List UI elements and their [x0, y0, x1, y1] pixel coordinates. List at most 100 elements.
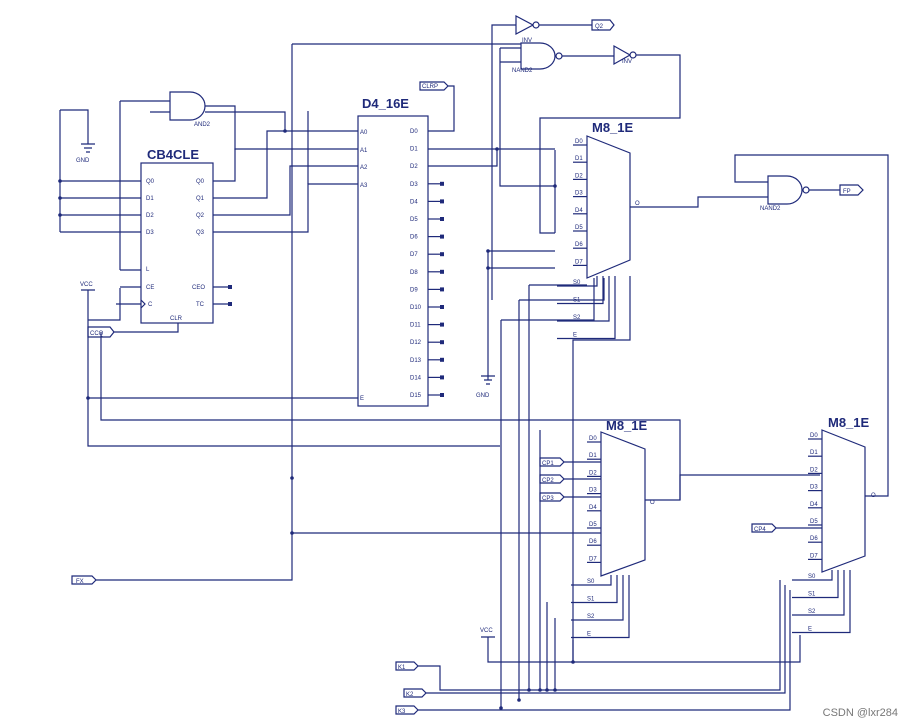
mux2-pin-d5: D5 — [589, 522, 597, 528]
decoder-pin-a3: A3 — [360, 183, 368, 189]
counter-pin-q2: Q2 — [196, 213, 205, 219]
counter-pin-q0: Q0 — [196, 179, 205, 185]
watermark: CSDN @lxr284 — [822, 707, 898, 719]
mux2-pin-s1: S1 — [587, 597, 595, 603]
nand2-top-label: NAND2 — [512, 68, 533, 74]
nand2-gate-top: NAND2 — [499, 42, 614, 187]
unconnected-terminal — [440, 340, 444, 345]
inv1-label: INV — [522, 38, 532, 44]
cp1-label: CP1 — [542, 461, 554, 467]
mux3-pin-o: O — [871, 493, 876, 499]
decoder-pin-d6: D6 — [410, 235, 418, 241]
unconnected-terminal — [440, 269, 444, 274]
gnd-symbol: GND — [60, 109, 95, 164]
mux1-pin-d0: D0 — [575, 139, 583, 145]
decoder-pin-d11: D11 — [410, 323, 421, 329]
decoder-pin-d13: D13 — [410, 358, 422, 364]
vcc2-label: VCC — [480, 628, 493, 634]
unconnected-terminal — [440, 181, 444, 186]
unconnected-terminal — [440, 375, 444, 380]
mux1-pin-e: E — [573, 333, 577, 339]
mux2-title: M8_1E — [606, 418, 648, 433]
mux1-pin-s0: S0 — [573, 280, 581, 286]
unconnected-terminal — [440, 287, 444, 292]
counter-pin-q3: Q3 — [196, 230, 205, 236]
counter-pin-clr: CLR — [170, 316, 183, 322]
counter-pin-ceo: CEO — [192, 285, 205, 291]
ccq-label: CCQ — [90, 331, 104, 337]
mux3-pin-d3: D3 — [810, 485, 818, 491]
unconnected-terminal — [440, 252, 444, 257]
vcc-symbol: VCC — [480, 628, 801, 663]
mux1-select-wire — [557, 276, 610, 322]
mux1-pin-s2: S2 — [573, 315, 581, 321]
decoder-pin-d9: D9 — [410, 287, 418, 293]
gnd2-label: GND — [476, 393, 490, 399]
mux2-pin-d3: D3 — [589, 488, 597, 494]
mux2-pin-e: E — [587, 632, 591, 638]
k2-label: K2 — [406, 692, 414, 698]
mux3-select-wire — [792, 570, 845, 616]
unconnected-terminal — [440, 199, 444, 204]
counter-pin-tc: TC — [196, 302, 205, 308]
clrp-label: CLRP — [422, 84, 438, 90]
mux1-title: M8_1E — [592, 120, 634, 135]
mux1-pin-d1: D1 — [575, 156, 583, 162]
mux3-pin-s0: S0 — [808, 574, 816, 580]
decoder-pin-d7: D7 — [410, 252, 418, 258]
counter-pin-d1: D1 — [146, 196, 154, 202]
counter-pin-ce: CE — [146, 285, 154, 291]
nand2-right-label: NAND2 — [760, 206, 781, 212]
mux3-title: M8_1E — [828, 415, 870, 430]
cb4cle-counter: CB4CLE Q0 D1 D2 D3 L CE C Q0 Q1 Q2 Q3 CE… — [58, 147, 232, 324]
mux2-pin-d1: D1 — [589, 453, 597, 459]
and2-label: AND2 — [194, 122, 211, 128]
decoder-pin-a0: A0 — [360, 130, 368, 136]
decoder-pin-d3: D3 — [410, 182, 418, 188]
mux3-pin-d4: D4 — [810, 502, 818, 508]
mux1-select-wire — [557, 276, 616, 340]
counter-pin-l: L — [146, 267, 150, 273]
mux2-select-wire — [571, 575, 630, 639]
k3-label: K3 — [398, 709, 406, 715]
fx-label: FX — [76, 579, 84, 585]
mux3-pin-e: E — [808, 627, 812, 633]
mux1-select-wire — [557, 276, 598, 287]
mux3-pin-d6: D6 — [810, 536, 818, 542]
mux2-pin-d2: D2 — [589, 470, 597, 476]
mux3-select-wire — [792, 570, 851, 634]
unconnected-terminal — [440, 234, 444, 239]
and2-gate: AND2 — [119, 91, 236, 270]
mux3-pin-d2: D2 — [810, 467, 818, 473]
mux3-select-wire — [792, 570, 839, 599]
decoder-pin-d4: D4 — [410, 199, 418, 205]
unconnected-terminal — [440, 322, 444, 327]
counter-pin-d3: D3 — [146, 230, 154, 236]
mux2-select-wire — [571, 575, 618, 604]
counter-pin-q0in: Q0 — [146, 179, 155, 185]
inv-gate-mid: INV — [539, 44, 681, 234]
mux3-pin-d1: D1 — [810, 450, 818, 456]
mux3-pin-d7: D7 — [810, 553, 818, 559]
unconnected-terminal — [440, 305, 444, 309]
decoder-pin-e: E — [360, 396, 364, 402]
mux3-pin-s1: S1 — [808, 592, 816, 598]
nand2-gate-right: NAND2 — [734, 154, 889, 497]
fp-net: FP — [839, 184, 864, 196]
fx-net: FX — [71, 575, 97, 585]
mux2-pin-d4: D4 — [589, 505, 597, 511]
mux1-select-wire — [557, 276, 604, 305]
mux2-pin-o: O — [650, 500, 655, 506]
mux1-pin-d6: D6 — [575, 242, 583, 248]
mux2-pin-d6: D6 — [589, 539, 597, 545]
net-clrp: CLRP — [419, 81, 455, 132]
unconnected-terminal — [440, 217, 444, 221]
mux1-pin-d3: D3 — [575, 191, 583, 197]
